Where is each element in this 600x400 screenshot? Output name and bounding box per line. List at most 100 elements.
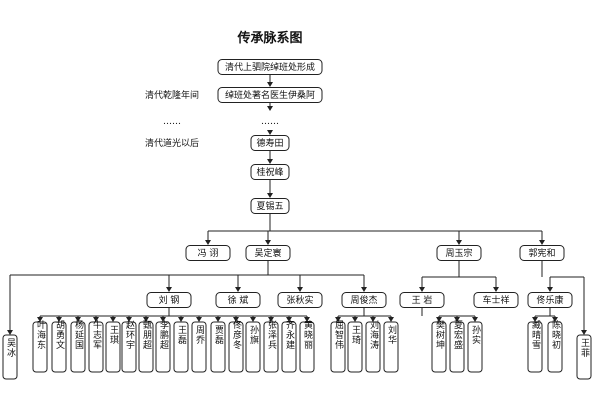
node-label: 王琪 — [108, 325, 119, 345]
node-label: 黄晓丽 — [302, 319, 313, 350]
node-wangyan: 王 岩 — [399, 292, 445, 308]
arrowhead — [419, 287, 425, 292]
node-box — [519, 245, 565, 261]
arrowhead — [37, 317, 43, 322]
node-label: 夏锡五 — [256, 201, 283, 212]
node-box — [155, 321, 171, 373]
node-box — [245, 321, 261, 373]
node-label: 佟乐康 — [536, 294, 563, 306]
node-box — [467, 321, 483, 373]
node-c10: 周乔 — [191, 321, 207, 373]
node-label: 齐永建 — [284, 319, 295, 350]
node-n4: 桂祝峰 — [250, 164, 290, 180]
node-box — [341, 292, 387, 308]
node-box — [138, 321, 154, 373]
node-label: 叶海东 — [35, 320, 46, 350]
arrowhead — [436, 317, 442, 322]
node-box — [32, 321, 48, 373]
node-box — [185, 245, 231, 261]
node-wubing: 吴冰 — [2, 334, 18, 380]
node-box — [250, 164, 290, 180]
node-box — [449, 321, 465, 373]
node-zhoujj: 周俊杰 — [341, 292, 387, 308]
arrowhead — [267, 159, 273, 164]
node-label: 臧晴雪 — [530, 319, 541, 350]
arrowhead — [493, 287, 499, 292]
node-c16: 黄晓丽 — [299, 319, 315, 373]
node-box — [173, 321, 189, 373]
arrowhead — [335, 317, 341, 322]
arrowhead — [178, 317, 184, 322]
arrowhead — [539, 240, 545, 245]
node-xiulk: 佟乐康 — [527, 292, 573, 308]
node-box — [527, 292, 573, 308]
node-d3: 刘海涛 — [365, 319, 381, 373]
node-label: 张泽兵 — [266, 320, 277, 350]
arrowhead — [388, 317, 394, 322]
node-label: 周乔 — [194, 325, 205, 345]
node-n3: 德寿田 — [250, 135, 290, 151]
node-box — [250, 135, 290, 151]
node-label: 徐 斌 — [228, 294, 249, 306]
node-label: 周俊杰 — [350, 294, 377, 306]
node-wudj: 吴定寰 — [245, 245, 291, 261]
node-label: 王磊 — [176, 325, 187, 345]
node-layer: 清代上驷院绰班处形成绰班处著名医生伊桑阿德寿田桂祝峰夏锡五冯 诩吴定寰周玉宗郭宪… — [2, 59, 592, 380]
node-box — [210, 321, 226, 373]
node-feng: 冯 诩 — [185, 245, 231, 261]
node-c2: 胡勇文 — [51, 319, 67, 373]
arrowhead — [352, 317, 358, 322]
node-label: 樊树坤 — [434, 319, 445, 350]
connector-lines — [7, 75, 587, 335]
node-box — [228, 321, 244, 373]
diagram-title: 传承脉系图 — [236, 30, 302, 46]
arrowhead — [75, 317, 81, 322]
node-c6: 赵环宇 — [121, 319, 137, 373]
node-c9: 王磊 — [173, 321, 189, 373]
node-label: 王琦 — [350, 325, 361, 345]
arrowhead — [56, 317, 62, 322]
arrowhead — [267, 82, 273, 87]
node-guoxh: 郭宪和 — [519, 245, 565, 261]
node-c3: 杨延国 — [70, 319, 86, 373]
arrowhead — [250, 317, 256, 322]
node-f2: 陈晓初 — [547, 319, 563, 373]
node-label: 孙实 — [470, 324, 481, 345]
arrowhead — [265, 240, 271, 245]
node-label: 张秋实 — [286, 294, 313, 306]
node-zhangqs: 张秋实 — [277, 292, 323, 308]
node-label: 王 岩 — [412, 294, 433, 306]
arrowhead — [297, 287, 303, 292]
arrowhead — [370, 317, 376, 322]
node-label: 王菲 — [579, 338, 590, 358]
node-label: 吴冰 — [5, 338, 16, 358]
node-box — [191, 321, 207, 373]
node-label: 陈晓初 — [550, 319, 561, 350]
arrowhead — [304, 317, 310, 322]
node-box — [146, 292, 192, 308]
node-box — [217, 87, 323, 103]
node-box — [547, 321, 563, 373]
node-box — [576, 334, 592, 380]
node-e3: 孙实 — [467, 321, 483, 373]
node-label: 孙旗 — [248, 324, 259, 345]
node-zhouyz: 周玉宗 — [436, 245, 482, 261]
node-c15: 齐永建 — [281, 319, 297, 373]
node-label: 李鹏超 — [158, 319, 169, 350]
arrowhead — [7, 330, 13, 335]
node-label: 甄朋超 — [141, 320, 152, 350]
node-d2: 王琦 — [347, 321, 363, 373]
node-c8: 李鹏超 — [155, 319, 171, 373]
ellipsis-text: …… — [261, 117, 279, 127]
arrowhead — [235, 287, 241, 292]
arrowhead — [93, 317, 99, 322]
node-box — [217, 59, 323, 75]
node-c13: 孙旗 — [245, 321, 261, 373]
node-box — [215, 292, 261, 308]
arrowhead — [581, 330, 587, 335]
node-box — [2, 334, 18, 380]
node-label: 桂祝峰 — [256, 166, 283, 178]
node-label: 清代上驷院绰班处形成 — [225, 61, 315, 73]
arrowhead — [267, 130, 273, 135]
